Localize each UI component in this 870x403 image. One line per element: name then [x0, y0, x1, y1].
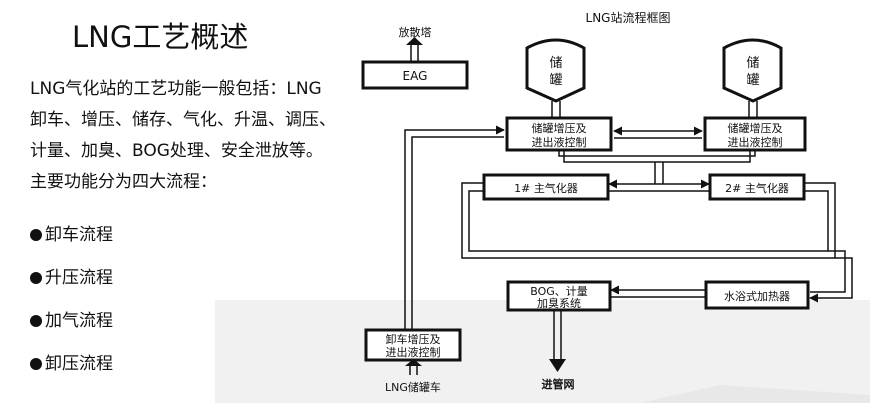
control-link-arrow	[613, 126, 703, 139]
pipeline-outlet-arrow	[549, 310, 566, 372]
svg-text:进出液控制: 进出液控制	[386, 345, 441, 359]
tank-connector	[551, 101, 758, 118]
bullet-dot-icon	[30, 315, 42, 327]
tank-label: 储	[549, 56, 562, 71]
tank-label: 罐	[549, 73, 562, 88]
intro-line: 卸车、增压、储存、气化、升温、调压、	[30, 110, 336, 130]
vaporizer-1-box: 1# 主气化器	[482, 173, 610, 201]
process-list: 卸车流程 升压流程 加气流程 卸压流程	[30, 222, 113, 394]
svg-text:1# 主气化器: 1# 主气化器	[514, 181, 578, 195]
bog-metering-box: BOG、计量 加臭系统	[506, 280, 612, 312]
tank-label: 储	[746, 56, 759, 71]
diagram-title: LNG站流程框图	[586, 10, 671, 25]
water-heater-box: 水浴式加热器	[704, 280, 810, 310]
svg-text:进出液控制: 进出液控制	[532, 135, 587, 149]
bullet-dot-icon	[30, 229, 42, 241]
bullet-dot-icon	[30, 272, 42, 284]
heater-to-bog-arrow	[610, 285, 706, 298]
svg-text:储罐增压及: 储罐增压及	[532, 121, 587, 135]
intro-line: LNG气化站的工艺功能一般包括：LNG	[30, 79, 322, 99]
truck-feed-arrow	[405, 359, 422, 375]
process-item-gas: 加气流程	[30, 308, 113, 351]
eag-label: EAG	[403, 69, 428, 83]
tank-label: 罐	[746, 73, 759, 88]
vent-tower-label: 放散塔	[399, 25, 432, 39]
process-item-unloading: 卸车流程	[30, 222, 113, 265]
svg-text:进出液控制: 进出液控制	[728, 135, 783, 149]
storage-tank-left: 储 罐	[525, 38, 586, 103]
pipeline-label: 进管网	[542, 377, 575, 391]
eag-box: EAG	[361, 60, 469, 90]
vaporizer-2-box: 2# 主气化器	[708, 173, 806, 201]
bullet-dot-icon	[30, 358, 42, 370]
svg-text:2# 主气化器: 2# 主气化器	[725, 181, 789, 195]
svg-text:储罐增压及: 储罐增压及	[728, 121, 783, 135]
storage-tank-right: 储 罐	[722, 38, 783, 103]
svg-text:卸车增压及: 卸车增压及	[386, 332, 441, 346]
truck-label: LNG储罐车	[385, 380, 441, 394]
unloading-control-box: 卸车增压及 进出液控制	[364, 328, 462, 362]
intro-line: 计量、加臭、BOG处理、安全泄放等。	[30, 141, 323, 161]
background-shade	[215, 300, 870, 403]
header-pipe	[558, 150, 756, 192]
vaporizer-loop-pipe	[461, 182, 853, 303]
vent-pipe	[406, 37, 423, 62]
tank-control-box-right: 储罐增压及 进出液控制	[703, 116, 807, 152]
svg-text:BOG、计量: BOG、计量	[530, 285, 588, 298]
process-item-depressure: 卸压流程	[30, 351, 113, 394]
slide-title: LNG工艺概述	[72, 20, 249, 54]
svg-text:水浴式加热器: 水浴式加热器	[724, 290, 790, 303]
svg-text:加臭系统: 加臭系统	[537, 296, 581, 310]
intro-line: 主要功能分为四大流程：	[30, 172, 217, 192]
process-item-boost: 升压流程	[30, 265, 113, 308]
tank-control-box-left: 储罐增压及 进出液控制	[505, 116, 613, 152]
background-shade	[640, 385, 870, 403]
unloading-feed-pipe	[404, 125, 505, 330]
intro-text: LNG气化站的工艺功能一般包括：LNG 卸车、增压、储存、气化、升温、调压、 计…	[30, 74, 370, 198]
